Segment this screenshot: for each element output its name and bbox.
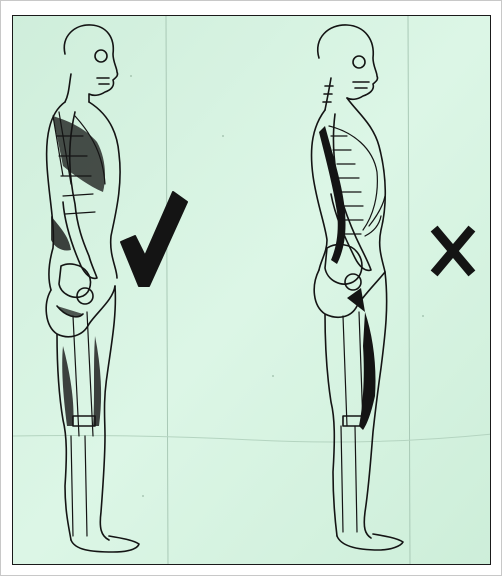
posture-illustration-sheet: [12, 15, 491, 565]
paper-background: [13, 16, 491, 565]
posture-illustration: [13, 16, 491, 565]
